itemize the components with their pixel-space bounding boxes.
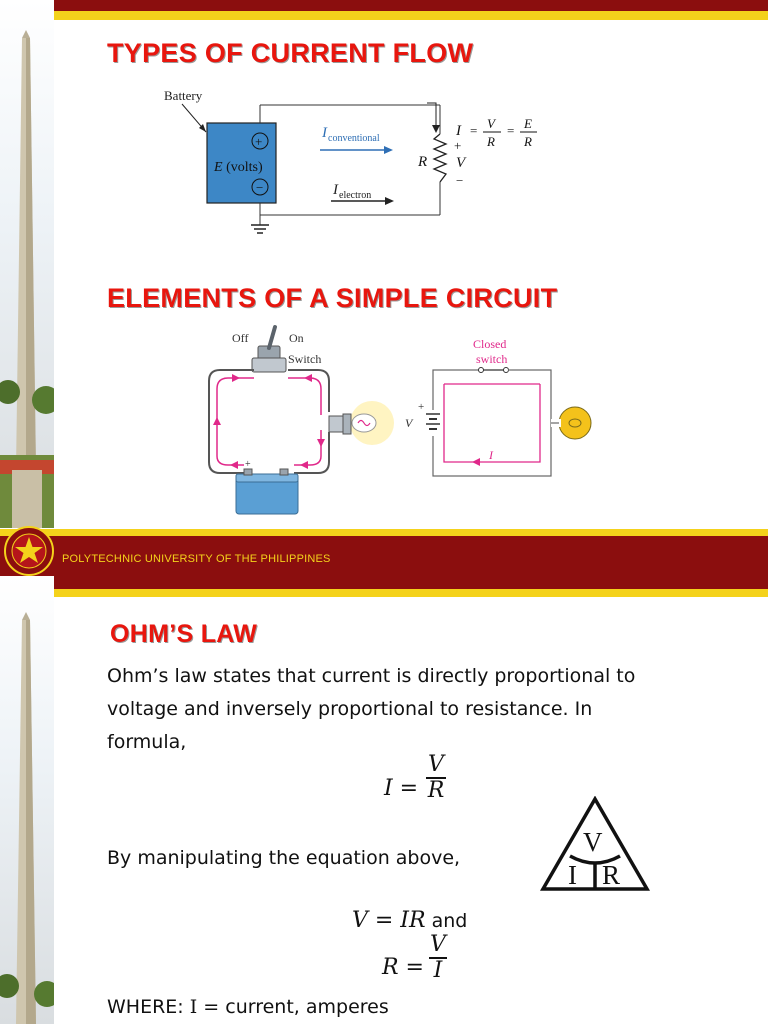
svg-text:Closed: Closed bbox=[473, 337, 506, 351]
formula-current-lhs: I = bbox=[384, 776, 419, 801]
obelisk-tower-image bbox=[0, 576, 60, 1024]
svg-text:+: + bbox=[454, 138, 461, 153]
svg-text:I: I bbox=[568, 860, 577, 890]
manipulating-text: By manipulating the equation above, bbox=[107, 847, 461, 869]
schematic-loop bbox=[432, 369, 552, 477]
title-elements-of-simple-circuit: ELEMENTS OF A SIMPLE CIRCUIT bbox=[107, 283, 558, 313]
svg-text:I: I bbox=[455, 123, 462, 139]
toggle-switch-icon bbox=[251, 325, 287, 373]
pup-seal-icon bbox=[4, 526, 54, 576]
svg-text:On: On bbox=[289, 331, 304, 345]
battery-label: Battery bbox=[164, 88, 203, 103]
paragraph-line-1: Ohm’s law states that current is directl… bbox=[107, 665, 636, 687]
svg-text:conventional: conventional bbox=[328, 133, 380, 144]
svg-text:+: + bbox=[255, 134, 262, 149]
svg-text:R: R bbox=[417, 154, 427, 170]
top-yellow-band bbox=[0, 589, 768, 597]
simple-circuit-diagram: Off On Switch + Closed s bbox=[208, 325, 592, 515]
svg-text:V: V bbox=[583, 827, 603, 857]
footer-maroon-band bbox=[0, 536, 768, 576]
svg-text:Switch: Switch bbox=[288, 352, 321, 366]
svg-text:V: V bbox=[405, 416, 414, 430]
svg-text:−: − bbox=[456, 173, 463, 188]
svg-text:switch: switch bbox=[476, 352, 507, 366]
formula-voltage: V = IR and bbox=[352, 908, 467, 933]
schematic-bulb-icon bbox=[558, 406, 592, 440]
slide-types-of-current-flow: TYPES OF CURRENT FLOW Battery E (volts) … bbox=[0, 0, 768, 576]
where-definition: WHERE: I = current, amperes bbox=[107, 996, 389, 1018]
obelisk-tower-image bbox=[0, 0, 60, 528]
svg-text:R: R bbox=[486, 134, 495, 149]
svg-text:I: I bbox=[488, 448, 494, 462]
paragraph-line-2: voltage and inversely proportional to re… bbox=[107, 698, 593, 720]
svg-text:=: = bbox=[470, 123, 477, 138]
svg-text:I: I bbox=[321, 125, 328, 141]
top-yellow-band bbox=[0, 11, 768, 20]
paragraph-line-3: formula, bbox=[107, 731, 187, 753]
obelisk-icon bbox=[0, 612, 60, 1024]
ohms-law-triangle-icon: V I R bbox=[540, 796, 650, 891]
svg-text:=: = bbox=[507, 123, 514, 138]
title-ohms-law: OHM’S LAW bbox=[110, 620, 258, 648]
formula-current-fraction: V R bbox=[426, 752, 446, 803]
formula-resistance-lhs: R = bbox=[382, 955, 424, 980]
resistor-symbol-icon bbox=[432, 133, 448, 183]
current-flow-diagram: Battery E (volts) + − I conventional I e… bbox=[164, 88, 537, 234]
top-maroon-band bbox=[0, 0, 768, 11]
title-types-of-current-flow: TYPES OF CURRENT FLOW bbox=[107, 38, 474, 68]
footer-university-name: POLYTECHNIC UNIVERSITY OF THE PHILIPPINE… bbox=[62, 553, 331, 565]
svg-text:I: I bbox=[332, 182, 339, 198]
svg-text:electron: electron bbox=[339, 190, 371, 201]
obelisk-icon bbox=[0, 30, 60, 528]
slide-ohms-law: OHM’S LAW Ohm’s law states that current … bbox=[0, 576, 768, 1024]
svg-text:−: − bbox=[256, 180, 263, 195]
formula-and-text: and bbox=[425, 910, 468, 932]
svg-text:V: V bbox=[487, 116, 497, 131]
footer-yellow-band bbox=[0, 529, 768, 536]
svg-text:E: E bbox=[523, 116, 532, 131]
formula-voltage-expr: V = IR bbox=[352, 908, 426, 933]
formula-resistance-fraction: V I bbox=[429, 932, 447, 983]
svg-text:R: R bbox=[602, 860, 620, 890]
svg-text:Off: Off bbox=[232, 331, 248, 345]
svg-text:E (volts): E (volts) bbox=[213, 160, 263, 175]
svg-text:+: + bbox=[245, 459, 251, 470]
svg-text:R: R bbox=[523, 134, 532, 149]
top-maroon-band bbox=[0, 576, 768, 589]
svg-text:+: + bbox=[418, 401, 424, 413]
light-bulb-icon bbox=[328, 401, 394, 445]
battery-pictorial: + bbox=[235, 459, 299, 515]
svg-text:V: V bbox=[456, 155, 467, 171]
